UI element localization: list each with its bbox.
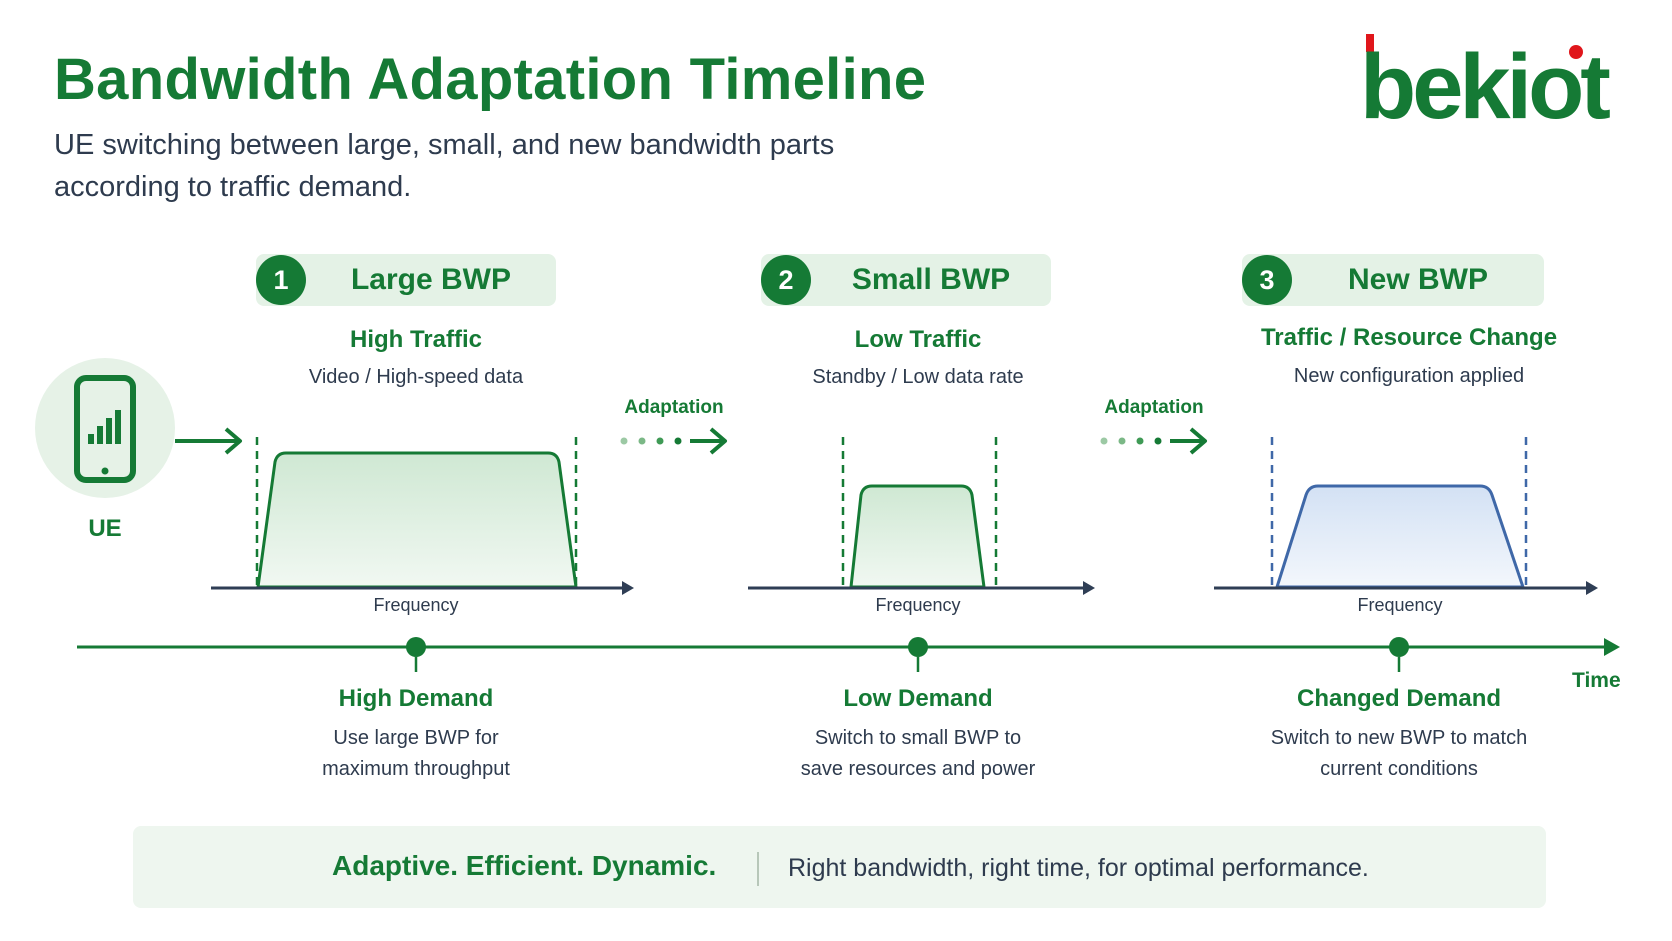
stage-2-traffic: Low Traffic [854, 326, 982, 353]
stage-3-frequency-label: Frequency [1357, 595, 1443, 615]
logo-accent-bar [1366, 34, 1374, 52]
stage-2-demand-line-1: Switch to small BWP to [814, 727, 1022, 749]
footer-divider [757, 852, 759, 886]
stage-1-frequency-label: Frequency [373, 595, 459, 615]
stage-2-demand: Low Demand [843, 685, 993, 712]
stage-2-traffic-desc: Standby / Low data rate [812, 366, 1024, 388]
stage-3-demand-desc: Switch to new BWP to match current condi… [1234, 723, 1564, 785]
stage-3-number: 3 [1242, 255, 1292, 305]
timeline-marker-2 [908, 637, 928, 657]
stage-3-traffic: Traffic / Resource Change [1260, 324, 1558, 351]
stage-2-demand-line-2: save resources and power [800, 758, 1036, 780]
stage-1-number: 1 [256, 255, 306, 305]
adaptation-label-2: Adaptation [1104, 397, 1204, 418]
footer-headline: Adaptive. Efficient. Dynamic. [332, 850, 717, 881]
stage-2-number: 2 [761, 255, 811, 305]
large-bwp-spectrum [211, 437, 634, 595]
logo-wordmark: bekiot [1360, 36, 1610, 130]
stage-2-title: Small BWP [851, 263, 1011, 296]
smartphone-signal-icon [74, 375, 136, 483]
stage-3-badge: 3 New BWP [1242, 254, 1544, 306]
stage-3-demand-line-2: current conditions [1320, 758, 1478, 780]
adaptation-arrow-2 [1100, 427, 1207, 455]
stage-2-badge: 2 Small BWP [761, 254, 1051, 306]
ue-label: UE [88, 515, 122, 542]
new-bwp-spectrum [1214, 437, 1598, 595]
stage-1-traffic: High Traffic [349, 326, 482, 353]
ue-circle [35, 358, 175, 498]
small-bwp-spectrum [748, 437, 1095, 595]
footer-text: Right bandwidth, right time, for optimal… [788, 854, 1369, 882]
ue-arrow [175, 427, 242, 455]
adaptation-label-1: Adaptation [624, 397, 724, 418]
logo-accent-dot [1569, 45, 1583, 59]
stage-1-demand-line-1: Use large BWP for [333, 727, 499, 749]
timeline-marker-3 [1389, 637, 1409, 657]
time-axis-label: Time [1572, 669, 1621, 692]
adaptation-arrow-1 [620, 427, 727, 455]
time-axis [77, 637, 1620, 672]
stage-1-demand-line-2: maximum throughput [322, 758, 510, 780]
stage-1-traffic-desc: Video / High-speed data [308, 366, 524, 388]
stage-3-title: New BWP [1347, 263, 1488, 296]
stage-1-title: Large BWP [350, 263, 512, 296]
stage-1-demand-desc: Use large BWP for maximum throughput [266, 723, 566, 785]
stage-1-demand: High Demand [338, 685, 494, 712]
stage-2-demand-desc: Switch to small BWP to save resources an… [768, 723, 1068, 785]
footer-banner [133, 826, 1546, 908]
bekiot-logo: bekiot [1360, 34, 1614, 130]
page-title: Bandwidth Adaptation Timeline [54, 47, 927, 112]
stage-2-frequency-label: Frequency [875, 595, 961, 615]
timeline-marker-1 [406, 637, 426, 657]
page-subtitle: UE switching between large, small, and n… [54, 129, 835, 203]
stage-1-badge: 1 Large BWP [256, 254, 556, 306]
stage-3-demand: Changed Demand [1296, 685, 1502, 712]
stage-3-demand-line-1: Switch to new BWP to match [1270, 727, 1528, 749]
stage-3-traffic-desc: New configuration applied [1293, 365, 1525, 387]
